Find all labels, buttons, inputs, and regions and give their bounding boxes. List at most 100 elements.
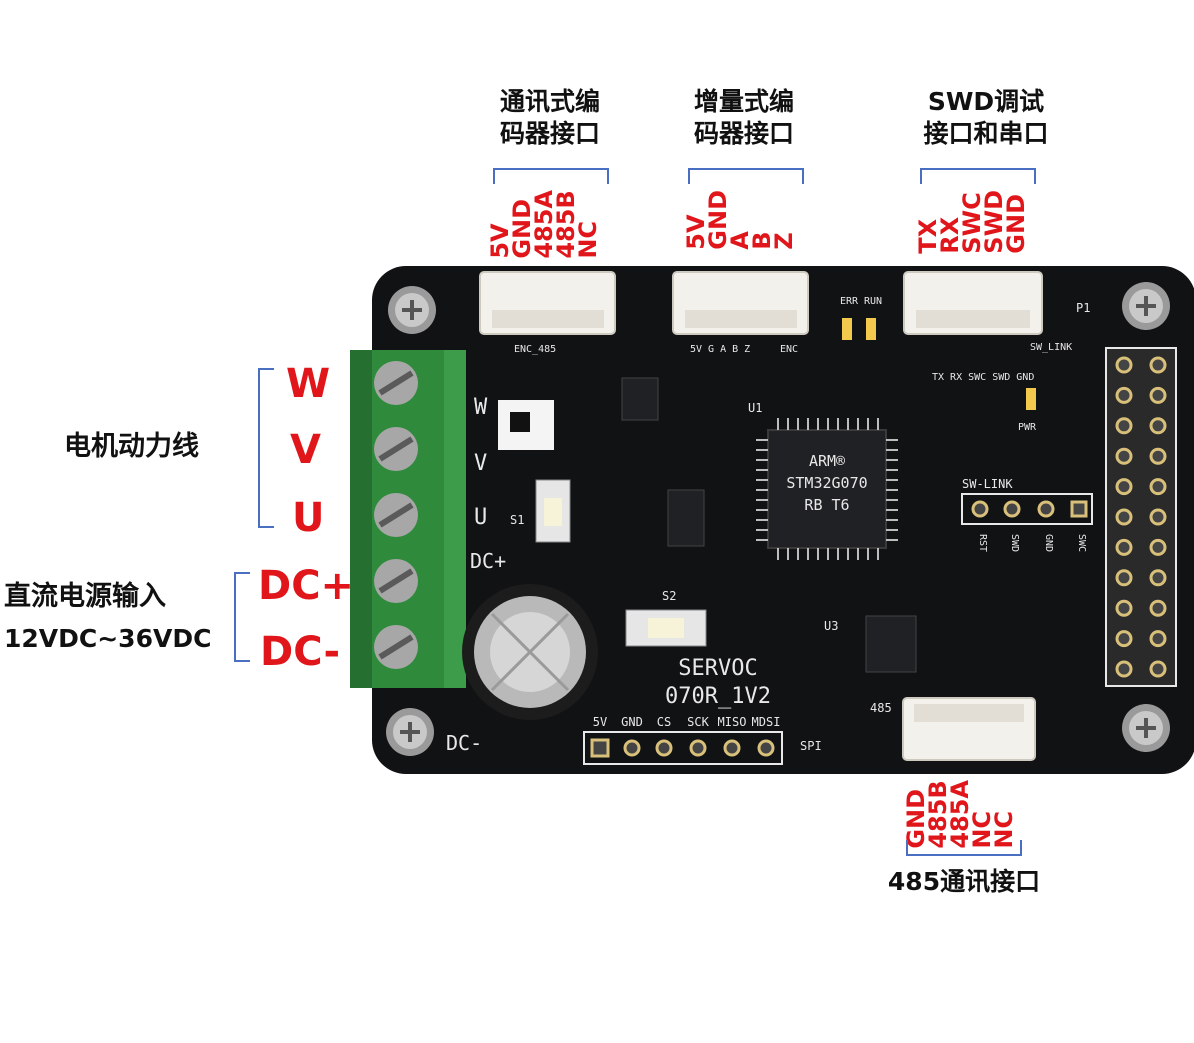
- header-pin: [1149, 478, 1167, 496]
- pin-label: TX: [914, 218, 942, 254]
- power-title: 直流电源输入: [4, 581, 166, 612]
- silk-p1: P1: [1076, 301, 1090, 315]
- silk-run: RUN: [864, 296, 882, 307]
- pin-label: NC: [968, 810, 996, 849]
- pin-label: 485B: [924, 780, 952, 849]
- swlink-label: SW-LINK: [962, 477, 1013, 491]
- header-pin: [1149, 538, 1167, 556]
- rs485-pins: GND 485B 485A NC NC: [902, 780, 1018, 849]
- pin-label: SWC: [958, 192, 986, 254]
- incr-encoder-title-line2: 码器接口: [693, 119, 794, 148]
- header-pin: [1149, 569, 1167, 587]
- silk-enc: ENC: [780, 344, 798, 355]
- pin-label: RX: [936, 216, 964, 254]
- incr-encoder-bracket: [688, 168, 804, 184]
- header-pin: [1115, 478, 1133, 496]
- silk-u1: U1: [748, 401, 762, 415]
- comm-encoder-connector: [479, 271, 616, 335]
- mcu-marking-1: ARM®: [809, 452, 846, 470]
- comm-encoder-title-line1: 通讯式编: [499, 87, 600, 116]
- spi-pin-label: CS: [657, 715, 671, 729]
- spi-pin-label: MISO: [718, 715, 747, 729]
- incr-encoder-title-line1: 增量式编: [693, 87, 794, 116]
- header-pin: [1149, 386, 1167, 404]
- silk-enc-pins: 5V G A B Z: [690, 344, 750, 355]
- swd-title-line2: 接口和串口: [923, 119, 1049, 148]
- dc-plus-label: DC+: [258, 563, 355, 609]
- terminal-screw: [374, 559, 418, 603]
- pin-label: NC: [574, 220, 602, 259]
- power-range: 12VDC~36VDC: [4, 624, 212, 653]
- mounting-screw: [388, 286, 436, 334]
- silk-u3: U3: [824, 619, 838, 633]
- pin-label: 485A: [530, 190, 558, 259]
- swlink-pin-label: SWC: [1076, 534, 1087, 552]
- motor-bracket: [258, 368, 274, 528]
- terminal-screw: [374, 427, 418, 471]
- pin-label: GND: [704, 190, 732, 250]
- header-pin: [1115, 599, 1133, 617]
- mounting-screw: [1122, 282, 1170, 330]
- swlink-pin-label: RST: [977, 534, 988, 552]
- header-pin: [1115, 538, 1133, 556]
- header-pin: [1149, 508, 1167, 526]
- swd-connector: [903, 271, 1043, 335]
- inductor: [667, 489, 705, 547]
- spi-pin-label: SCK: [687, 715, 709, 729]
- swd-title: SWD调试 接口和串口: [896, 86, 1076, 150]
- swd-title-line1: SWD调试: [927, 87, 1045, 116]
- pin-label: 5V: [486, 223, 514, 259]
- button-s2: [625, 609, 707, 647]
- mounting-screw: [386, 708, 434, 756]
- pin-label: B: [748, 231, 776, 250]
- spi-pin-label: MDSI: [752, 715, 781, 729]
- mcu-marking-3: RB T6: [804, 496, 849, 514]
- spi-label: SPI: [800, 739, 822, 753]
- mcu-marking-2: STM32G070: [786, 474, 867, 492]
- board-model-line2: 070R_1V2: [665, 684, 771, 709]
- silk-s1: S1: [510, 513, 524, 527]
- right-pin-header: [1105, 347, 1177, 687]
- pin-label: 5V: [682, 214, 710, 250]
- silk-terminal-dcm: DC-: [446, 731, 482, 755]
- header-pin: [1149, 599, 1167, 617]
- swlink-pin-label: GND: [1043, 534, 1054, 552]
- incr-encoder-pins: 5V GND A B Z: [682, 190, 798, 250]
- terminal-screw: [374, 493, 418, 537]
- silk-terminal-w: W: [474, 395, 488, 420]
- phase-v-label: V: [290, 427, 321, 473]
- silk-swlink-pins: TX RX SWC SWD GND: [932, 372, 1034, 383]
- header-pin: [1115, 386, 1133, 404]
- terminal-screw: [374, 361, 418, 405]
- header-pin: [1115, 417, 1133, 435]
- header-pin: [1115, 569, 1133, 587]
- dc-minus-label: DC-: [260, 629, 341, 675]
- electrolytic-capacitor: [462, 584, 598, 720]
- spi-header: [583, 731, 783, 765]
- silk-terminal-u: U: [474, 505, 487, 530]
- ic-u2: [621, 377, 659, 421]
- pin-label: 485A: [946, 780, 974, 849]
- header-pin: [1115, 356, 1133, 374]
- pin-label: 485B: [552, 190, 580, 259]
- silk-swlink: SW_LINK: [1030, 342, 1072, 353]
- motor-title: 电机动力线: [64, 431, 199, 462]
- header-pin: [1149, 356, 1167, 374]
- rs485-connector: [902, 697, 1036, 761]
- mcu-chip: [756, 418, 898, 560]
- comm-encoder-title-line2: 码器接口: [499, 119, 600, 148]
- board-model-line1: SERVOC: [678, 656, 757, 681]
- header-pin: [1149, 447, 1167, 465]
- swd-pins: TX RX SWC SWD GND: [914, 190, 1030, 254]
- header-pin: [1115, 447, 1133, 465]
- incr-encoder-connector: [672, 271, 809, 335]
- rs485-title: 485通讯接口: [887, 867, 1041, 896]
- led-err: [842, 318, 852, 340]
- comm-encoder-pins: 5V GND 485A 485B NC: [486, 190, 602, 259]
- incr-encoder-title: 增量式编 码器接口: [664, 86, 824, 150]
- spi-pin-label: 5V: [593, 715, 607, 729]
- power-bracket: [234, 572, 250, 662]
- pin-label: NC: [990, 810, 1018, 849]
- terminal-screw: [374, 625, 418, 669]
- header-pin: [1149, 660, 1167, 678]
